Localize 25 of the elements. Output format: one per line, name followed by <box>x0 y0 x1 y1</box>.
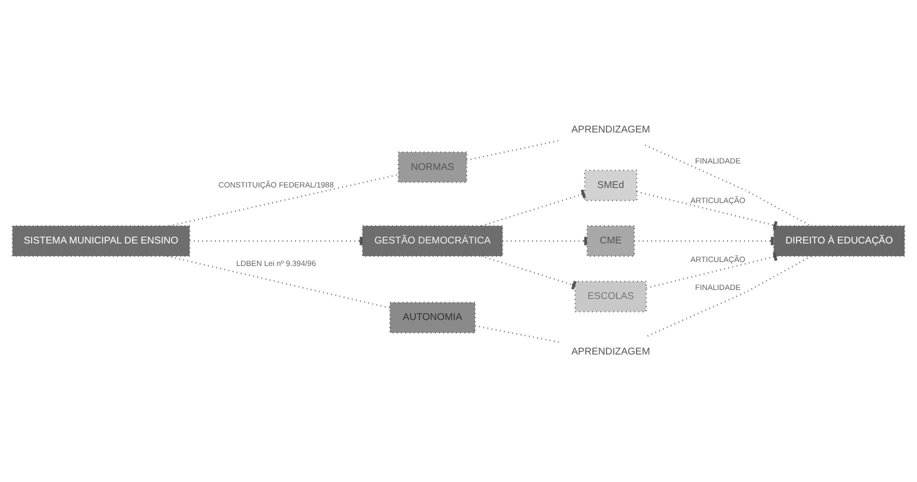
node-box: ESCOLAS <box>574 280 647 312</box>
edge-label: ARTICULAÇÃO <box>690 254 746 264</box>
node-box: GESTÃO DEMOCRÁTICA <box>362 225 504 257</box>
node-box: AUTONOMIA <box>389 302 476 334</box>
connector <box>466 140 560 161</box>
connector <box>169 174 398 227</box>
edge-label: FINALIDADE <box>695 283 741 292</box>
connector <box>646 252 778 289</box>
connector <box>645 144 811 226</box>
node-box: SMEd <box>584 170 638 202</box>
node-text: APRENDIZAGEM <box>571 124 650 136</box>
edge-label: LDBEN Lei nº 9.394/96 <box>236 259 316 268</box>
connector <box>636 190 778 230</box>
node-box: SISTEMA MUNICIPAL DE ENSINO <box>12 225 190 257</box>
edge-label: FINALIDADE <box>695 156 741 166</box>
node-box: NORMAS <box>398 151 468 183</box>
connector <box>474 325 560 343</box>
connector <box>166 255 390 309</box>
node-text: APRENDIZAGEM <box>571 346 650 358</box>
connector <box>481 256 576 290</box>
connector <box>645 256 812 338</box>
node-box: CME <box>586 225 635 257</box>
edge-label: CONSTITUIÇÃO FEDERAL/1988 <box>218 180 334 190</box>
connector <box>481 189 586 226</box>
edge-label: ARTICULAÇÃO <box>690 196 746 205</box>
